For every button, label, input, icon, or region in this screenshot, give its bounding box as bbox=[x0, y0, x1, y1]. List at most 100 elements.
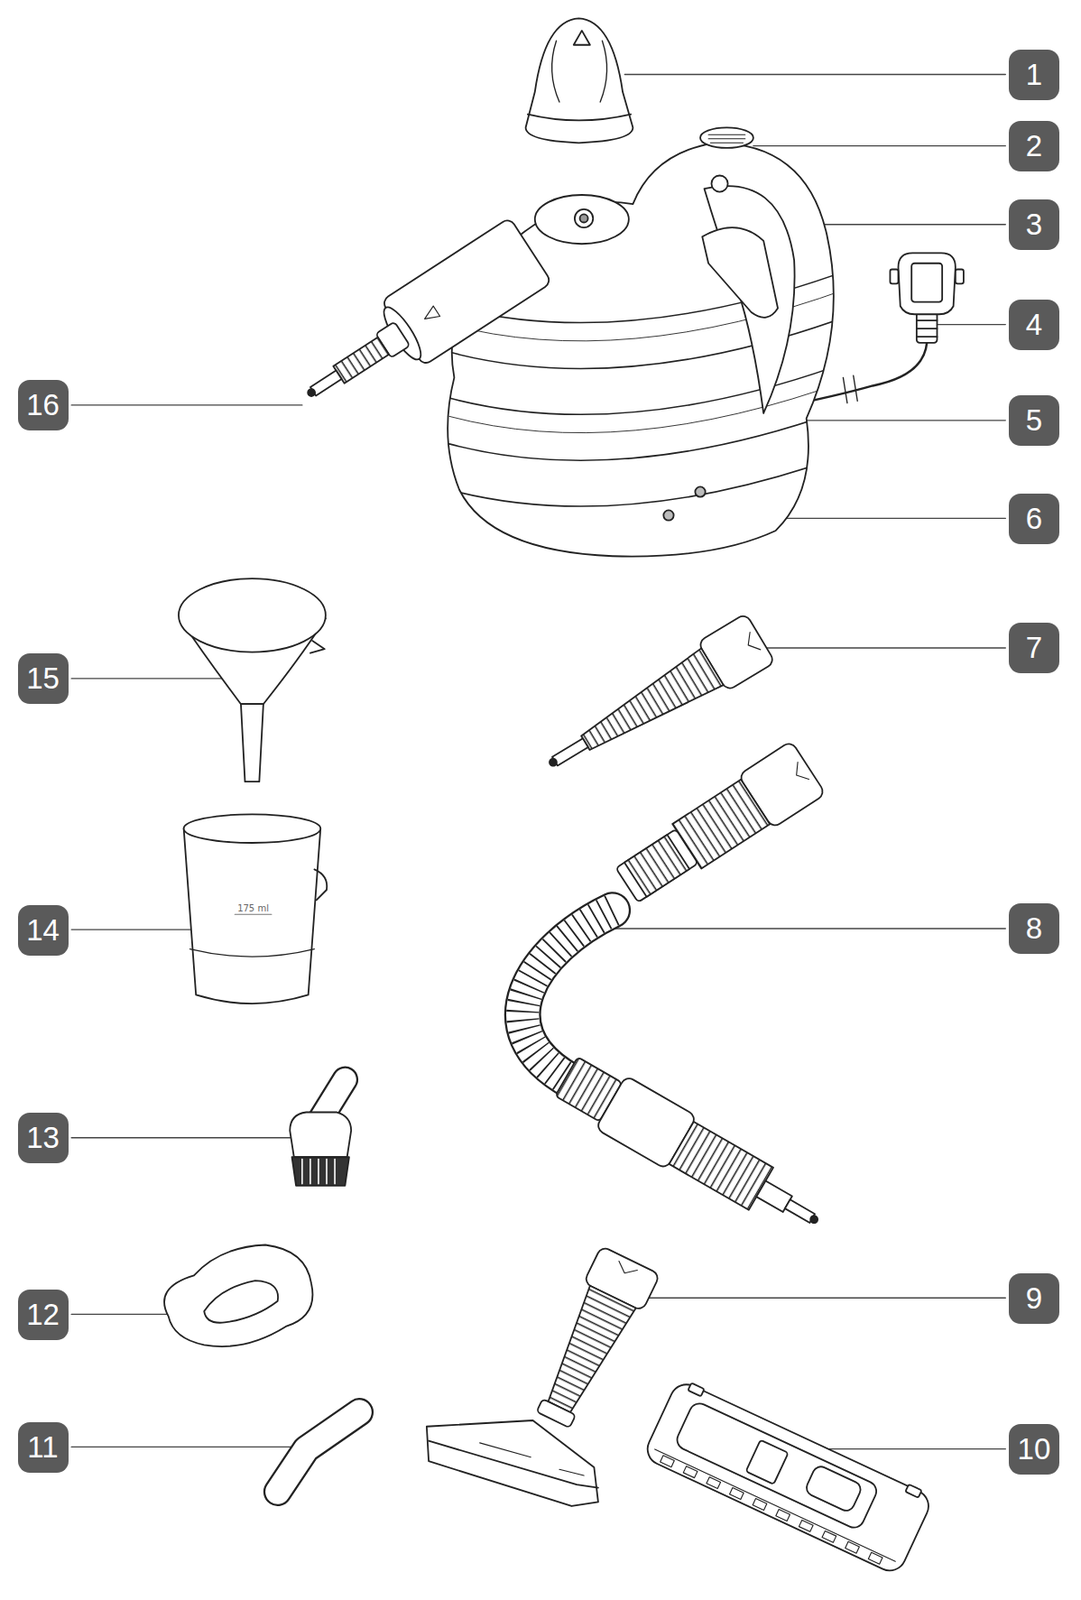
steamer-body bbox=[663, 509, 674, 520]
callout-number: 4 bbox=[1008, 299, 1060, 351]
cloth-frame bbox=[642, 1376, 935, 1576]
extension-hose bbox=[522, 910, 613, 1082]
steamer-body bbox=[447, 142, 834, 556]
cloth-frame bbox=[729, 1487, 745, 1500]
power-cord bbox=[916, 335, 938, 338]
leader-lines bbox=[643, 1297, 1007, 1299]
floor-tool bbox=[428, 1441, 599, 1488]
callout-number: 3 bbox=[1008, 199, 1060, 250]
cloth-frame bbox=[752, 1498, 767, 1511]
leader-lines bbox=[71, 74, 1006, 1450]
funnel bbox=[178, 578, 326, 652]
callout-number: 16 bbox=[18, 379, 69, 431]
measuring-cup bbox=[184, 813, 322, 843]
cloth-frame bbox=[746, 1440, 789, 1485]
floor-tool bbox=[536, 1398, 577, 1428]
callout-number: 6 bbox=[1008, 493, 1060, 545]
cloth-frame bbox=[642, 1378, 934, 1576]
measuring-cup bbox=[184, 828, 322, 1004]
steam-barrel bbox=[373, 217, 553, 371]
cloth-frame bbox=[655, 1449, 897, 1562]
steamer-body bbox=[449, 453, 848, 507]
angled-tube bbox=[277, 1412, 361, 1492]
steamer-body bbox=[447, 127, 848, 556]
measuring-cup bbox=[184, 813, 328, 1004]
nozzle-tip bbox=[306, 388, 317, 398]
leader-lines bbox=[757, 646, 1006, 648]
illustration bbox=[71, 18, 1006, 1576]
nozzle-tip bbox=[300, 321, 410, 407]
cloth-frame bbox=[776, 1508, 791, 1521]
callout-number: 7 bbox=[1008, 622, 1060, 674]
cloth-frame bbox=[687, 1382, 704, 1396]
floor-tool bbox=[615, 1261, 638, 1278]
capacity-marking: 175 ml bbox=[237, 902, 269, 913]
cone-nozzle bbox=[574, 647, 724, 761]
cloth-frame bbox=[822, 1530, 837, 1543]
steamer-body bbox=[449, 407, 848, 461]
callout-number: 13 bbox=[18, 1112, 69, 1164]
power-cord bbox=[916, 312, 938, 343]
steamer-body bbox=[708, 134, 746, 143]
steamer-body bbox=[711, 175, 728, 192]
power-cord bbox=[853, 375, 859, 401]
power-cord bbox=[889, 269, 898, 285]
brush bbox=[302, 1159, 335, 1184]
cloth-frame bbox=[683, 1466, 698, 1479]
extension-hose bbox=[609, 740, 826, 912]
cleaning-cloth bbox=[203, 1280, 278, 1323]
cloth-frame bbox=[803, 1463, 864, 1514]
extension-hose bbox=[522, 740, 832, 1248]
cloth-frame bbox=[706, 1477, 721, 1489]
cloth-frame bbox=[674, 1400, 880, 1532]
funnel bbox=[240, 703, 264, 782]
funnel bbox=[310, 640, 325, 654]
angled-tube bbox=[277, 1412, 361, 1492]
extension-hose bbox=[522, 910, 613, 1082]
leader-lines bbox=[936, 323, 1006, 325]
steamer-body bbox=[580, 213, 589, 222]
cloth-frame bbox=[798, 1519, 814, 1532]
floor-tool bbox=[523, 1246, 660, 1435]
floor-tool bbox=[426, 1420, 599, 1507]
steamer-body bbox=[694, 486, 705, 497]
brush bbox=[289, 1079, 352, 1186]
leader-lines bbox=[71, 1136, 293, 1138]
nozzle-tip bbox=[332, 337, 389, 384]
brush bbox=[289, 1112, 352, 1158]
steamer-body bbox=[535, 194, 629, 244]
callout-number: 9 bbox=[1008, 1273, 1060, 1324]
callout-number: 1 bbox=[1008, 49, 1060, 101]
cloth-frame bbox=[845, 1541, 860, 1553]
power-cord bbox=[842, 377, 848, 403]
tank-cap bbox=[526, 18, 634, 143]
extension-hose bbox=[809, 1214, 820, 1225]
callout-number: 10 bbox=[1008, 1423, 1060, 1475]
cloth-frame bbox=[868, 1552, 883, 1564]
measuring-cup bbox=[234, 914, 272, 915]
cleaning-cloth bbox=[164, 1245, 313, 1348]
steamer-body bbox=[449, 361, 848, 415]
callout-number: 2 bbox=[1008, 120, 1060, 172]
brush bbox=[292, 1156, 350, 1186]
callout-number: 14 bbox=[18, 905, 69, 956]
tank-cap bbox=[552, 40, 608, 102]
extension-hose bbox=[551, 1050, 833, 1248]
steam-barrel bbox=[421, 305, 441, 324]
cone-nozzle bbox=[552, 738, 589, 766]
leader-lines bbox=[71, 1446, 308, 1448]
cone-nozzle bbox=[548, 757, 559, 767]
tank-cap bbox=[527, 114, 631, 121]
callout-number: 15 bbox=[18, 653, 69, 704]
power-cord bbox=[916, 327, 938, 330]
extension-hose bbox=[624, 834, 690, 897]
cone-nozzle bbox=[742, 632, 760, 655]
tank-cap bbox=[573, 30, 591, 46]
power-cord bbox=[898, 252, 956, 315]
steamer-body bbox=[574, 209, 593, 228]
extension-hose bbox=[615, 829, 698, 903]
extension-hose bbox=[522, 910, 613, 1082]
cone-nozzle bbox=[535, 613, 776, 789]
